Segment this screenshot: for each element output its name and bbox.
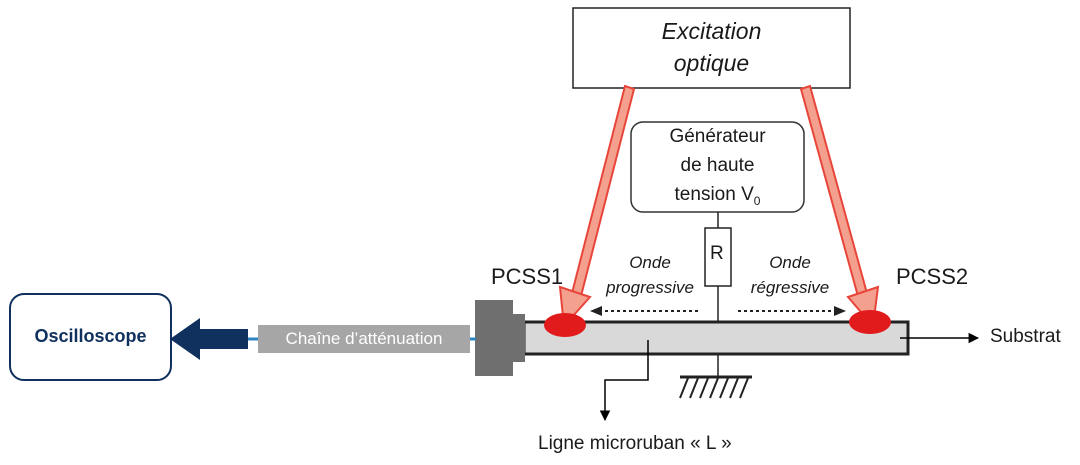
pcss1-dot — [544, 313, 586, 337]
oscilloscope-box — [9, 293, 172, 381]
excitation-box — [572, 7, 851, 89]
pcss2-label: PCSS2 — [896, 264, 969, 289]
progressive-label-line2: progressive — [606, 278, 694, 297]
attenuation-block — [258, 325, 470, 353]
substrate — [522, 320, 910, 356]
generator-voltage-subscript: 0 — [753, 193, 761, 208]
generator-label-line3: tension V0 — [631, 184, 804, 208]
microstrip-label: Ligne microruban « L » — [538, 433, 732, 454]
oscilloscope-label: Oscilloscope — [34, 326, 147, 346]
generator-label-line2: de haute — [680, 155, 755, 176]
ground-symbol — [679, 375, 752, 399]
attenuation-label: Chaîne d’atténuation — [285, 329, 443, 348]
excitation-label-line1: Excitation — [661, 18, 762, 44]
progressive-label-line1: Onde — [629, 253, 671, 272]
regressive-label-line1: Onde — [769, 253, 811, 272]
generator-voltage-text: tension V — [674, 184, 754, 205]
pcss1-label: PCSS1 — [491, 264, 564, 289]
regressive-arrow — [738, 306, 846, 316]
resistor-label: R — [710, 243, 724, 264]
generator-label-line1: Générateur — [669, 126, 766, 147]
laser-beam-left — [558, 84, 636, 329]
regressive-label-line2: régressive — [750, 278, 830, 297]
connector-block — [475, 300, 513, 376]
connector-neck — [511, 314, 525, 362]
substrat-label: Substrat — [990, 326, 1061, 347]
pcss2-dot — [849, 310, 891, 334]
signal-arrow — [170, 318, 248, 360]
progressive-arrow — [590, 306, 698, 316]
excitation-label-line2: optique — [673, 50, 750, 76]
microstrip-arrow — [599, 340, 649, 422]
